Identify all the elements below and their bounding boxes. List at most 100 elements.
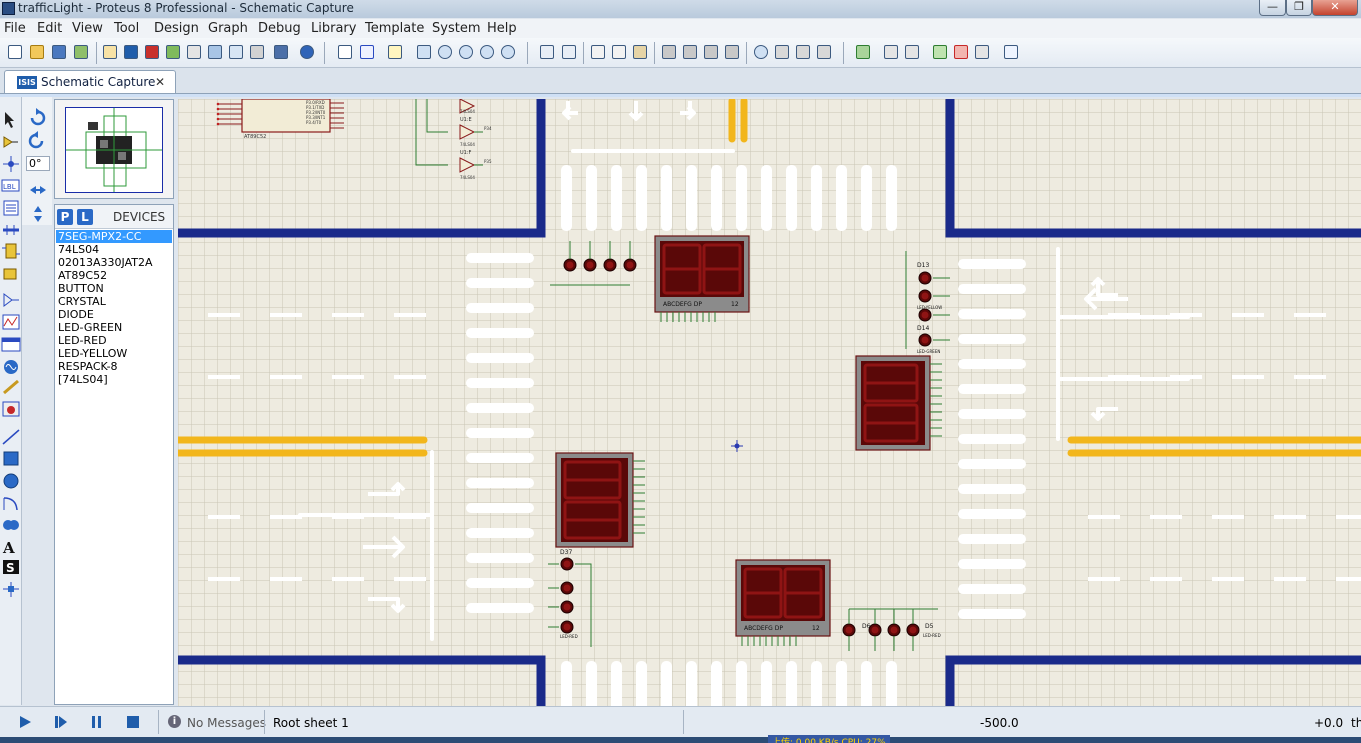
pause-icon[interactable] xyxy=(90,715,104,729)
property-tool-icon[interactable] xyxy=(903,43,921,61)
help-icon[interactable] xyxy=(298,43,316,61)
step-icon[interactable] xyxy=(54,715,68,729)
bus-icon[interactable] xyxy=(3,225,19,235)
make-device-icon[interactable] xyxy=(773,43,791,61)
play-icon[interactable] xyxy=(18,715,32,729)
save-icon[interactable] xyxy=(50,43,68,61)
rotation-angle-field[interactable]: 0° xyxy=(26,156,50,171)
virtual-instruments-icon[interactable] xyxy=(2,401,20,417)
decompose-icon[interactable] xyxy=(815,43,833,61)
isis-icon[interactable] xyxy=(122,43,140,61)
menu-tool[interactable]: Tool xyxy=(114,21,140,36)
paste-icon[interactable] xyxy=(631,43,649,61)
arc-icon[interactable] xyxy=(3,497,18,511)
selection-mode-icon[interactable] xyxy=(5,112,14,128)
zoom-all-icon[interactable] xyxy=(478,43,496,61)
menu-system[interactable]: System xyxy=(432,21,481,36)
device-item[interactable]: 7SEG-MPX2-CC xyxy=(56,230,172,243)
cut-icon[interactable] xyxy=(589,43,607,61)
close-tab-icon[interactable]: ✕ xyxy=(155,75,166,89)
overview-window[interactable] xyxy=(54,99,174,199)
gerber-icon[interactable] xyxy=(185,43,203,61)
menu-debug[interactable]: Debug xyxy=(258,21,301,36)
pick-devices-button[interactable]: P xyxy=(57,209,73,225)
block-rotate-icon[interactable] xyxy=(702,43,720,61)
copy-icon[interactable] xyxy=(610,43,628,61)
block-move-icon[interactable] xyxy=(681,43,699,61)
menu-graph[interactable]: Graph xyxy=(208,21,248,36)
block-delete-icon[interactable] xyxy=(723,43,741,61)
open-folder-icon[interactable] xyxy=(28,43,46,61)
graph-mode-icon[interactable] xyxy=(2,314,20,330)
voltage-probe-icon[interactable] xyxy=(3,379,19,395)
pan-icon[interactable] xyxy=(415,43,433,61)
mirror-horizontal-icon[interactable] xyxy=(30,186,46,194)
new-file-icon[interactable] xyxy=(6,43,24,61)
component-mode-icon[interactable] xyxy=(3,136,18,148)
junction-dot-icon[interactable] xyxy=(3,156,19,172)
zoom-in-icon[interactable] xyxy=(436,43,454,61)
device-pins-icon[interactable] xyxy=(3,293,19,307)
subcircuit-icon[interactable] xyxy=(2,243,20,259)
ares-icon[interactable] xyxy=(143,43,161,61)
notes-icon[interactable] xyxy=(248,43,266,61)
redo-icon[interactable] xyxy=(560,43,578,61)
device-item[interactable]: BUTTON xyxy=(58,282,104,295)
library-manager-button[interactable]: L xyxy=(77,209,93,225)
rotate-anticlockwise-icon[interactable] xyxy=(28,131,44,149)
menu-file[interactable]: File xyxy=(4,21,26,36)
menu-template[interactable]: Template xyxy=(365,21,425,36)
refresh-icon[interactable] xyxy=(336,43,354,61)
origin-icon[interactable] xyxy=(386,43,404,61)
import-icon[interactable] xyxy=(72,43,90,61)
packaging-tool-icon[interactable] xyxy=(794,43,812,61)
pick-parts-icon[interactable] xyxy=(752,43,770,61)
text-icon[interactable]: A xyxy=(2,539,15,557)
circle-icon[interactable] xyxy=(3,473,19,489)
netlist-icon[interactable] xyxy=(1002,43,1020,61)
menu-view[interactable]: View xyxy=(72,21,103,36)
device-item[interactable]: 02013A330JAT2A xyxy=(58,256,153,269)
schematic-canvas[interactable]: AT89C52 P3.0/RXD P3.1/TXD P3.2/INT0 P3.3… xyxy=(178,99,1361,706)
wire-autorouter-icon[interactable] xyxy=(854,43,872,61)
block-copy-icon[interactable] xyxy=(660,43,678,61)
line-icon[interactable] xyxy=(2,429,20,445)
schematic-drawing[interactable]: AT89C52 P3.0/RXD P3.1/TXD P3.2/INT0 P3.3… xyxy=(178,99,1361,706)
generator-icon[interactable] xyxy=(4,360,18,374)
undo-icon[interactable] xyxy=(538,43,556,61)
search-tag-icon[interactable] xyxy=(882,43,900,61)
zoom-out-icon[interactable] xyxy=(457,43,475,61)
bill-of-materials-icon[interactable] xyxy=(227,43,245,61)
device-item[interactable]: RESPACK-8 xyxy=(58,360,118,373)
3d-view-icon[interactable] xyxy=(164,43,182,61)
marker-icon[interactable] xyxy=(3,582,19,597)
maximize-button[interactable]: ❐ xyxy=(1286,0,1312,16)
text-script-icon[interactable] xyxy=(3,200,19,216)
home-icon[interactable] xyxy=(101,43,119,61)
terminals-icon[interactable] xyxy=(3,268,17,280)
closed-path-icon[interactable] xyxy=(3,520,19,530)
menu-design[interactable]: Design xyxy=(154,21,199,36)
device-item[interactable]: LED-GREEN xyxy=(58,321,123,334)
device-item[interactable]: 74LS04 xyxy=(58,243,100,256)
device-item[interactable]: LED-RED xyxy=(58,334,107,347)
device-item[interactable]: DIODE xyxy=(58,308,94,321)
device-item[interactable]: LED-YELLOW xyxy=(58,347,128,360)
stop-icon[interactable] xyxy=(126,715,140,729)
mirror-vertical-icon[interactable] xyxy=(34,206,42,222)
menu-help[interactable]: Help xyxy=(487,21,517,36)
close-window-button[interactable]: ✕ xyxy=(1312,0,1358,16)
symbol-icon[interactable]: S xyxy=(3,560,19,575)
design-explorer-icon[interactable] xyxy=(206,43,224,61)
device-item[interactable]: CRYSTAL xyxy=(58,295,106,308)
menu-library[interactable]: Library xyxy=(311,21,357,36)
exit-to-parent-icon[interactable] xyxy=(973,43,991,61)
new-sheet-icon[interactable] xyxy=(931,43,949,61)
wire-label-icon[interactable]: LBL xyxy=(1,179,20,192)
tape-recorder-icon[interactable] xyxy=(1,337,21,352)
rotate-clockwise-icon[interactable] xyxy=(30,108,46,126)
zoom-area-icon[interactable] xyxy=(499,43,517,61)
menu-edit[interactable]: Edit xyxy=(37,21,63,36)
minimize-button[interactable]: — xyxy=(1259,0,1286,16)
source-code-icon[interactable] xyxy=(272,43,290,61)
